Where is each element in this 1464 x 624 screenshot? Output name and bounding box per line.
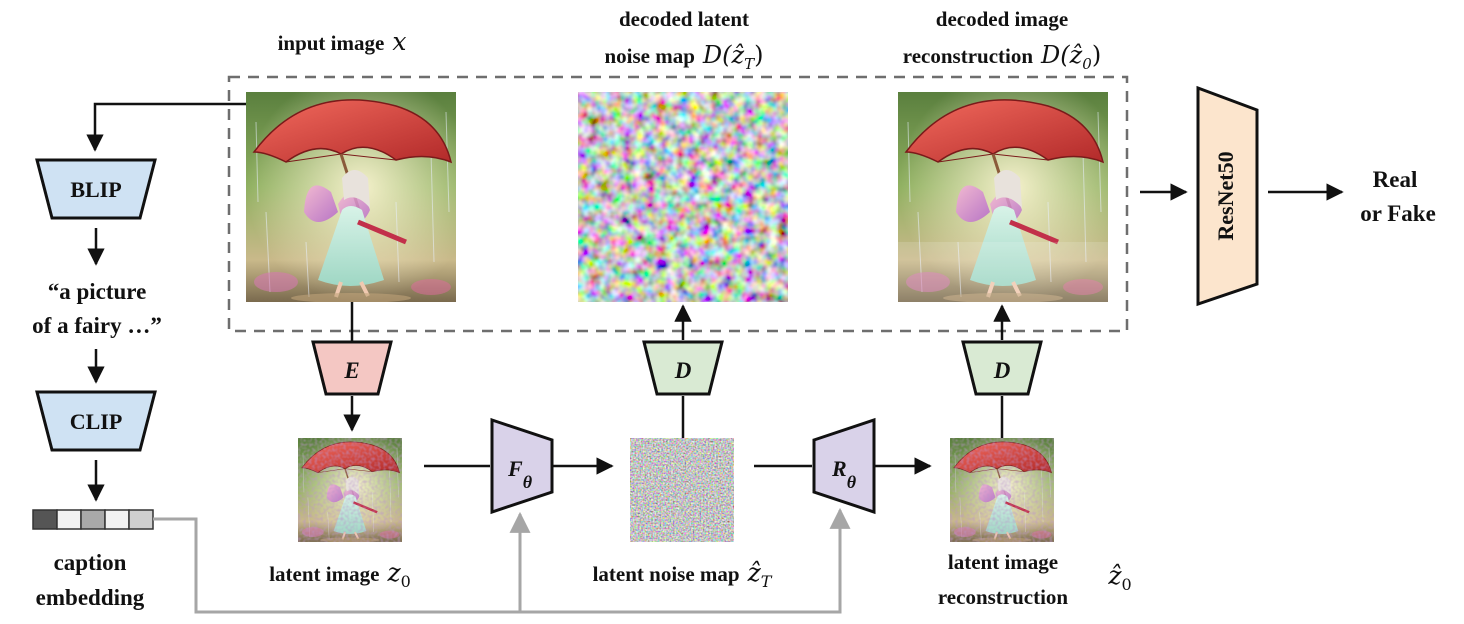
clip-label: CLIP [70, 409, 123, 434]
image-space-border [227, 75, 1129, 333]
clip-block [35, 390, 157, 452]
latent-reconstruction-label-line1: latent image [948, 550, 1058, 574]
decoded-latent-label-line1: decoded latent [619, 7, 749, 31]
arrow-embedding-to-reverse [153, 507, 851, 614]
output-label-line1: Real [1373, 167, 1418, 192]
reverse-process-label: Rθ [831, 456, 857, 492]
reverse-process-block [812, 417, 876, 515]
input-image [246, 92, 456, 303]
caption-embedding-label-line1: caption [54, 550, 127, 575]
latent-reconstruction-symbol: ẑ0 [1107, 561, 1131, 594]
blip-label: BLIP [70, 177, 121, 202]
decoded-image-label-line1: decoded image [936, 7, 1068, 31]
arrow-input-to-blip [86, 102, 246, 152]
resnet-label: ResNet50 [1213, 151, 1238, 240]
output-label-line2: or Fake [1360, 201, 1436, 226]
decoder-block-noise [642, 340, 724, 396]
latent-noise-map [630, 438, 734, 542]
encoder-block [311, 340, 393, 396]
latent-image [298, 438, 402, 542]
blip-block [35, 158, 157, 220]
decoder-block-reconstruction [961, 340, 1043, 396]
latent-reconstruction-label-line2: reconstruction [938, 585, 1069, 609]
caption-text-line1: “a picture [48, 279, 147, 304]
caption-embedding-vector [32, 509, 154, 530]
caption-text-line2: of a fairy …” [32, 313, 162, 338]
reconstructed-image [898, 92, 1108, 302]
encoder-label: E [343, 358, 359, 383]
forward-process-label: Fθ [507, 456, 533, 492]
resnet-block [1196, 85, 1259, 307]
decoded-noise-image [578, 92, 788, 302]
forward-process-block [490, 417, 554, 515]
decoder-label-reconstruction: D [993, 358, 1011, 383]
decoder-label-noise: D [674, 358, 692, 383]
caption-embedding-label-line2: embedding [36, 585, 145, 610]
latent-reconstruction [950, 438, 1054, 542]
